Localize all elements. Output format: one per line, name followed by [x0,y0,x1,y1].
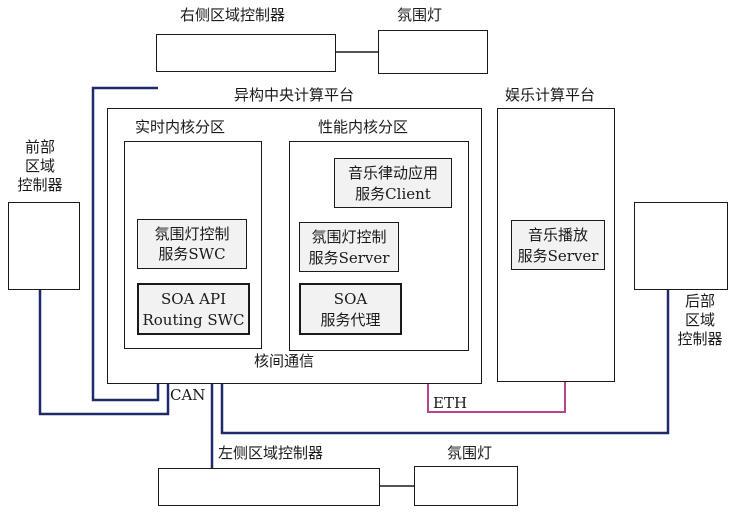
can-label: CAN [170,386,206,404]
ambient-light-control-swc-box: 氛围灯控制 服务SWC [137,219,247,269]
inter-core-comm-label: 核间通信 [254,352,315,370]
can-bus-rear-zone [220,290,670,435]
ambient-light-control-server-line2: 服务Server [308,249,390,267]
rear-zone-controller-box [634,202,728,290]
left-ambient-light-label: 氛围灯 [447,444,493,462]
soa-api-routing-swc-line2: Routing SWC [142,311,245,329]
ambient-light-control-swc-line2: 服务SWC [158,245,226,263]
eth-label: ETH [433,394,468,412]
performance-partition-label: 性能内核分区 [318,118,409,136]
soa-service-proxy-box: SOA 服务代理 [299,283,402,335]
soa-api-routing-swc-box: SOA API Routing SWC [137,283,250,335]
soa-service-proxy-line2: 服务代理 [320,311,381,329]
ambient-light-control-server-box: 氛围灯控制 服务Server [299,222,399,272]
left-ambient-light-box [414,466,518,506]
right-zone-controller-box [156,34,336,72]
soa-service-proxy-line1: SOA [333,290,368,308]
right-ambient-light-box [378,30,488,74]
realtime-partition-label: 实时内核分区 [135,118,226,136]
music-player-server-line2: 服务Server [517,247,599,265]
entertainment-platform-label: 娱乐计算平台 [505,86,596,104]
right-ambient-light-label: 氛围灯 [397,6,443,24]
left-zone-controller-box [158,468,380,506]
right-zone-controller-label: 右侧区域控制器 [180,6,286,24]
music-rhythm-client-line2: 服务Client [355,185,431,203]
rear-zone-controller-label: 后部 区域 控制器 [677,292,723,348]
ambient-light-control-server-line1: 氛围灯控制 [311,228,387,246]
central-platform-label: 异构中央计算平台 [234,86,355,104]
music-rhythm-client-line1: 音乐律动应用 [347,164,438,182]
front-zone-controller-box [8,202,80,290]
music-player-server-line1: 音乐播放 [527,226,588,244]
music-player-server-box: 音乐播放 服务Server [511,220,605,270]
soa-api-routing-swc-line1: SOA API [160,290,227,308]
left-zone-controller-label: 左侧区域控制器 [218,444,324,462]
ambient-light-control-swc-line1: 氛围灯控制 [154,225,230,243]
front-zone-controller-label: 前部 区域 控制器 [17,138,63,194]
music-rhythm-client-box: 音乐律动应用 服务Client [334,158,452,208]
